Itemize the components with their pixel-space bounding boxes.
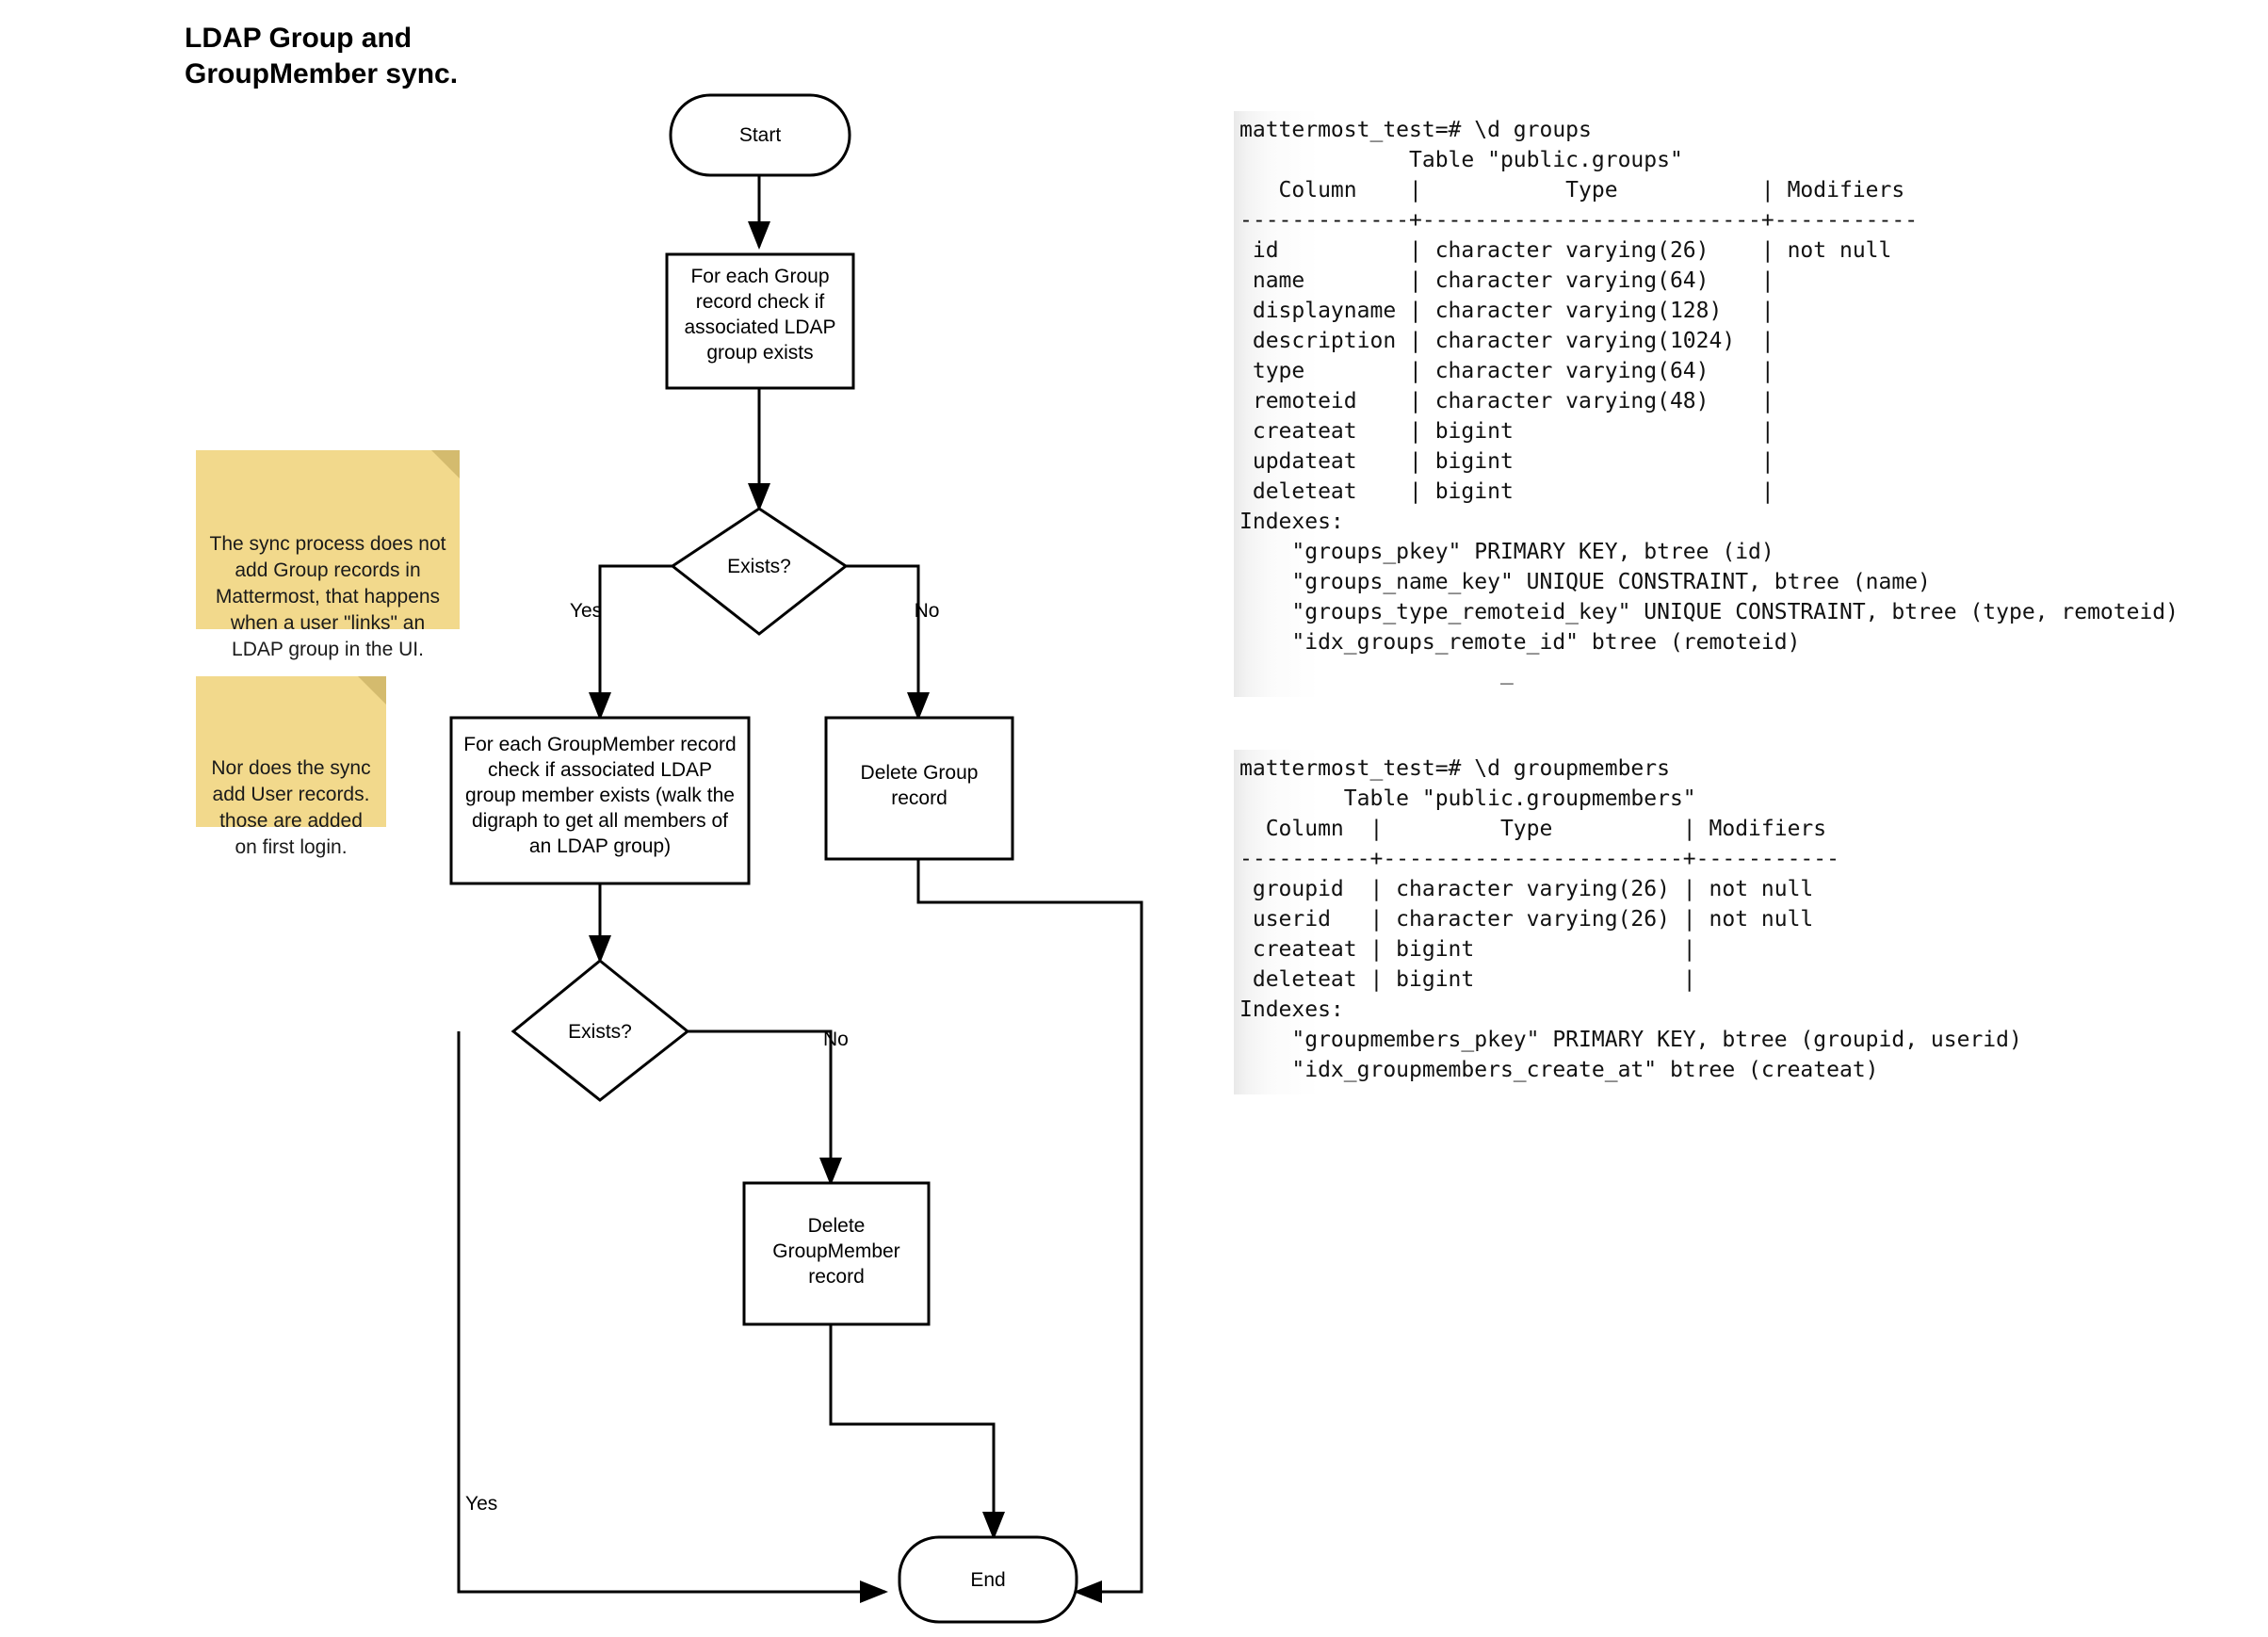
node-check-group-line-3: group exists	[706, 342, 813, 364]
node-check-groupmember-line-0: For each GroupMember record	[463, 734, 736, 755]
edge-exists1-no	[846, 564, 930, 721]
node-end-shape	[898, 1535, 1078, 1624]
node-exists-2-shape	[510, 959, 690, 1102]
node-check-groupmember-line-3: digraph to get all members of	[472, 810, 728, 832]
node-exists-1-label: Exists?	[727, 556, 791, 577]
note-fold-corner-icon	[431, 450, 460, 478]
sticky-note-2-text: Nor does the sync add User records. thos…	[211, 756, 371, 858]
edge-delete-groupmember-to-end	[829, 1324, 1005, 1540]
node-check-group-shape	[665, 252, 855, 390]
node-check-group-line-2: associated LDAP	[684, 316, 835, 338]
node-delete-group-line-0: Delete Group	[861, 762, 979, 784]
node-delete-group-shape	[824, 716, 1014, 861]
node-check-groupmember[interactable]: For each GroupMember record check if ass…	[449, 716, 751, 885]
node-delete-groupmember-line-1: GroupMember	[772, 1240, 899, 1262]
node-check-groupmember-shape	[449, 716, 751, 885]
node-delete-groupmember-line-0: Delete	[808, 1215, 866, 1237]
terminal-output-groupmembers: mattermost_test=# \d groupmembers Table …	[1234, 750, 2022, 1094]
node-exists-1[interactable]: Exists?	[670, 507, 849, 636]
terminal-output-groups: mattermost_test=# \d groups Table "publi…	[1234, 111, 2179, 697]
edge-delete-group-to-end	[916, 859, 1143, 1603]
node-check-groupmember-line-2: group member exists (walk the	[465, 785, 735, 806]
edge-label-exists1-no: No	[915, 600, 940, 622]
node-start[interactable]: Start	[669, 93, 851, 177]
node-end-label: End	[970, 1569, 1005, 1591]
sticky-note-1-text: The sync process does not add Group reco…	[209, 532, 446, 660]
node-end[interactable]: End	[898, 1535, 1078, 1624]
edge-label-exists2-yes: Yes	[465, 1493, 497, 1515]
edge-label-exists1-yes: Yes	[570, 600, 602, 622]
note-fold-corner-icon	[358, 676, 386, 705]
sticky-note-sync-no-user-records: Nor does the sync add User records. thos…	[196, 676, 386, 858]
node-check-groupmember-line-4: an LDAP group)	[529, 835, 671, 857]
edge-exists2-yes	[457, 1031, 888, 1603]
node-exists-2[interactable]: Exists?	[510, 959, 690, 1102]
node-delete-group[interactable]: Delete Group record	[824, 716, 1014, 861]
page-title: LDAP Group and GroupMember sync.	[185, 23, 459, 90]
node-start-shape	[669, 93, 851, 177]
node-check-group-line-0: For each Group	[690, 266, 829, 287]
edge-exists1-yes	[589, 564, 672, 721]
node-check-group-line-1: record check if	[696, 291, 825, 313]
node-delete-group-line-1: record	[891, 787, 948, 809]
edge-exists2-no	[688, 1029, 842, 1186]
node-delete-groupmember-shape	[742, 1181, 931, 1326]
node-delete-groupmember-line-2: record	[808, 1266, 865, 1288]
node-delete-groupmember[interactable]: Delete GroupMember record	[742, 1181, 931, 1326]
node-check-groupmember-line-1: check if associated LDAP	[488, 759, 712, 781]
sticky-note-sync-no-group-records: The sync process does not add Group reco…	[196, 450, 460, 660]
edge-label-exists2-no: No	[823, 1029, 849, 1050]
node-exists-2-label: Exists?	[568, 1021, 632, 1043]
node-check-group[interactable]: For each Group record check if associate…	[665, 252, 855, 390]
node-start-label: Start	[739, 124, 782, 146]
node-exists-1-shape	[670, 507, 849, 636]
